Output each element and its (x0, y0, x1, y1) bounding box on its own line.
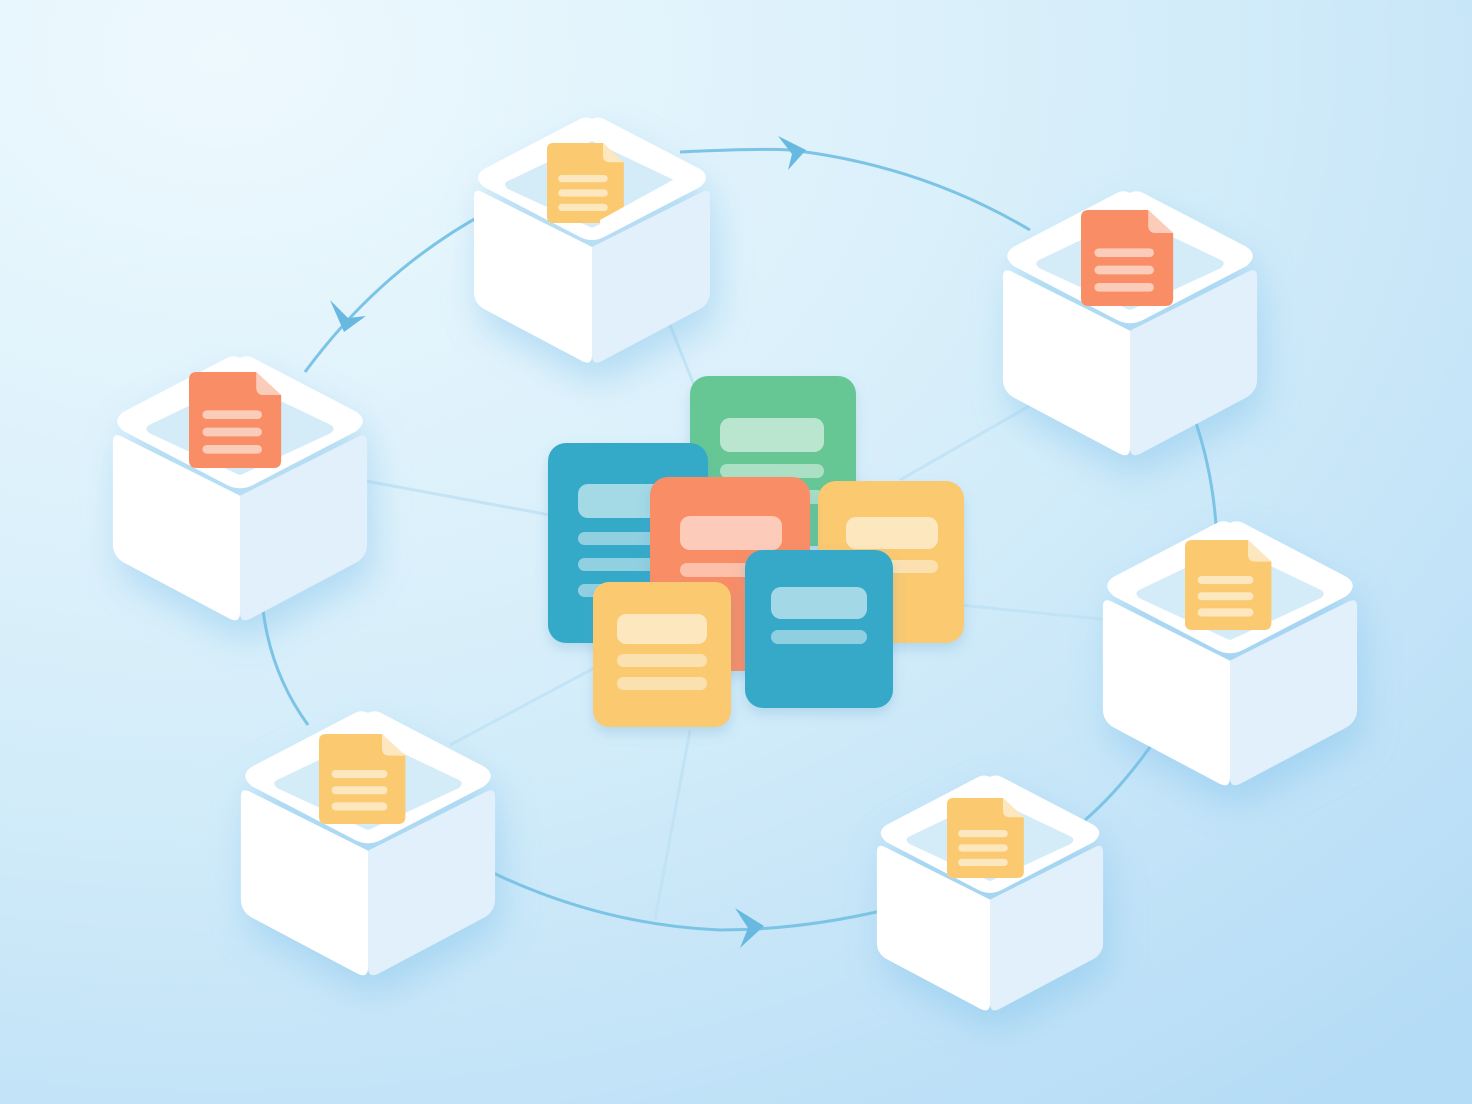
ring-arrow-top-icon (778, 136, 806, 170)
storage-node-top (474, 117, 710, 363)
card-yellow-front (593, 582, 731, 727)
document-icon (319, 734, 406, 824)
ring-connection (260, 147, 1218, 932)
ring-arrow-left-icon (330, 300, 366, 332)
document-icon (547, 143, 624, 223)
central-document-stack (548, 376, 964, 727)
document-icon (1185, 540, 1272, 630)
document-icon (189, 372, 282, 468)
ring-arrow-bottom-icon (735, 908, 764, 948)
card-teal-front (745, 550, 893, 708)
document-icon (1081, 210, 1174, 306)
document-icon (947, 798, 1024, 878)
